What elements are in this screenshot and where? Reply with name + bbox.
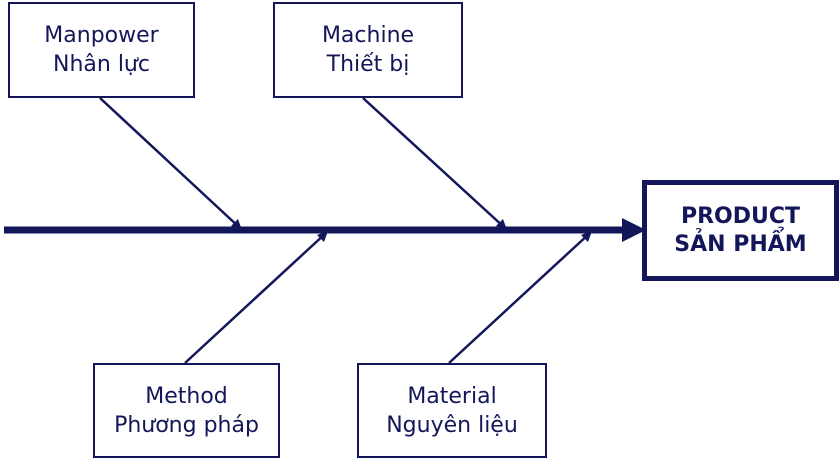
cause-label-en: Method xyxy=(145,383,228,409)
cause-label-vi: Phương pháp xyxy=(114,412,259,438)
cause-label-vi: Nhân lực xyxy=(53,52,150,77)
cause-label-en: Manpower xyxy=(44,23,159,48)
cause-label-vi: Thiết bị xyxy=(326,52,410,77)
branch-machine-arrowhead xyxy=(496,219,507,230)
branch-manpower-arrowhead xyxy=(231,219,242,230)
cause-box-manpower: Manpower Nhân lực xyxy=(8,2,195,98)
spine-arrowhead xyxy=(622,218,646,242)
cause-box-method: Method Phương pháp xyxy=(93,363,280,458)
branch-material xyxy=(448,232,591,364)
branch-manpower xyxy=(99,97,241,229)
cause-label-vi: Nguyên liệu xyxy=(386,412,518,438)
branch-method xyxy=(184,232,327,364)
cause-box-material: Material Nguyên liệu xyxy=(357,363,547,458)
cause-box-machine: Machine Thiết bị xyxy=(273,2,463,98)
branch-method-arrowhead xyxy=(317,231,328,242)
effect-label-vi: SẢN PHẨM xyxy=(674,231,807,257)
effect-label-en: PRODUCT xyxy=(680,203,801,229)
branch-material-arrowhead xyxy=(581,231,592,242)
branch-machine xyxy=(362,97,506,229)
cause-label-en: Machine xyxy=(321,23,415,48)
effect-box-product: PRODUCT SẢN PHẨM xyxy=(642,180,839,281)
cause-label-en: Material xyxy=(407,383,497,409)
